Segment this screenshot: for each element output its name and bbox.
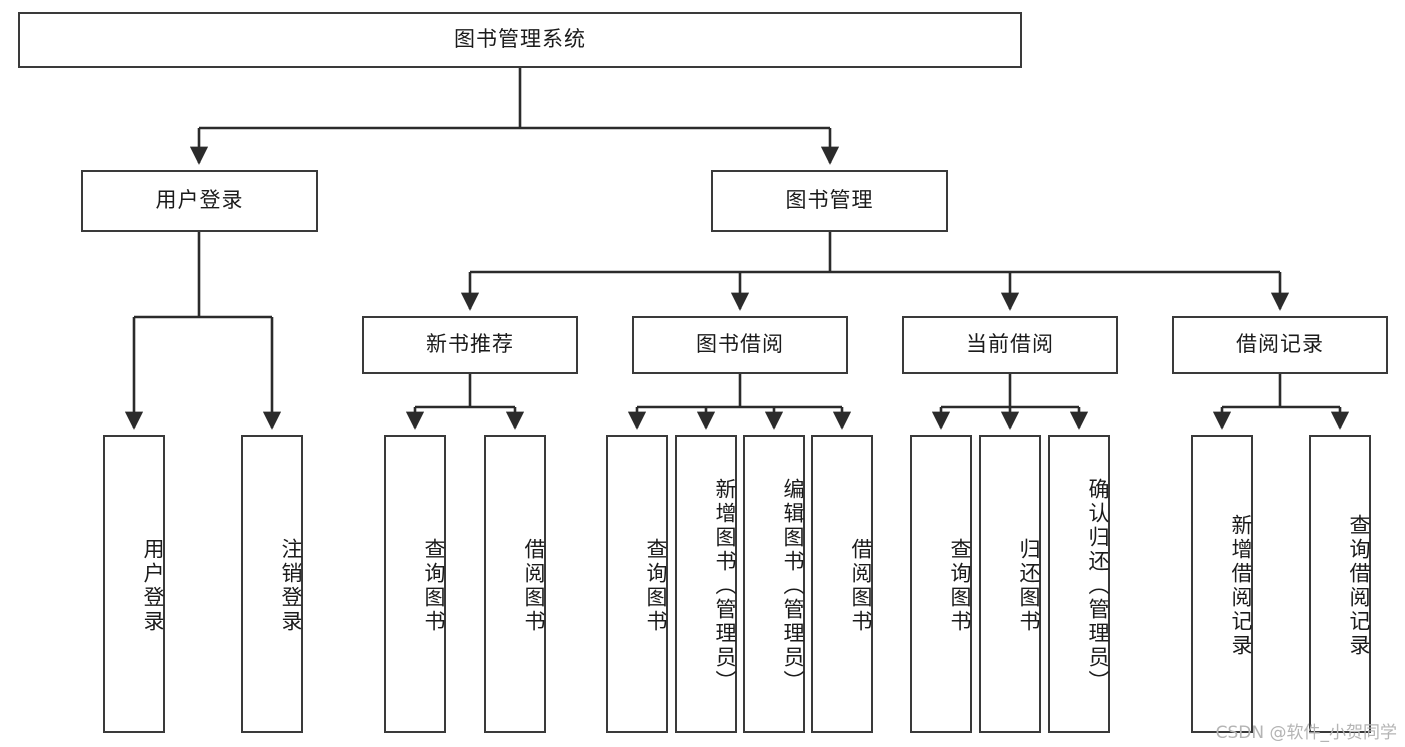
node-current-borrow-label: 当前借阅 (966, 332, 1054, 357)
node-user-login-label: 用户登录 (155, 188, 244, 213)
leaf-label: 借阅图书 (522, 538, 546, 634)
node-book-manage-label: 图书管理 (785, 188, 874, 213)
leaf-label: 查询图书 (948, 538, 972, 634)
leaf-label: 查询图书 (644, 538, 668, 634)
leaf-new-book-recommend-1[interactable]: 查询图书 (384, 435, 446, 733)
leaf-new-book-recommend-2[interactable]: 借阅图书 (484, 435, 546, 733)
leaf-current-borrow-1[interactable]: 查询图书 (910, 435, 972, 733)
node-book-manage[interactable]: 图书管理 (711, 170, 948, 232)
leaf-book-borrow-2[interactable]: 新增图书（管理员） (675, 435, 737, 733)
leaf-borrow-record-2[interactable]: 查询借阅记录 (1309, 435, 1371, 733)
leaf-book-borrow-4[interactable]: 借阅图书 (811, 435, 873, 733)
node-root[interactable]: 图书管理系统 (18, 12, 1022, 68)
leaf-book-borrow-3[interactable]: 编辑图书（管理员） (743, 435, 805, 733)
leaf-label: 新增借阅记录 (1229, 514, 1253, 658)
node-user-login[interactable]: 用户登录 (81, 170, 318, 232)
leaf-label: 归还图书 (1017, 538, 1041, 634)
node-borrow-record[interactable]: 借阅记录 (1172, 316, 1388, 374)
leaf-user-login-2[interactable]: 注销登录 (241, 435, 303, 733)
leaf-user-login-1[interactable]: 用户登录 (103, 435, 165, 733)
leaf-label: 编辑图书（管理员） (781, 478, 805, 694)
node-current-borrow[interactable]: 当前借阅 (902, 316, 1118, 374)
leaf-label: 注销登录 (279, 538, 303, 634)
node-book-borrow-label: 图书借阅 (696, 332, 784, 357)
leaf-label: 查询借阅记录 (1347, 514, 1371, 658)
watermark: CSDN @软件_小贺同学 (1215, 723, 1397, 743)
node-root-label: 图书管理系统 (454, 27, 586, 52)
leaf-label: 查询图书 (422, 538, 446, 634)
node-new-book-recommend-label: 新书推荐 (426, 332, 514, 357)
node-borrow-record-label: 借阅记录 (1236, 332, 1324, 357)
leaf-book-borrow-1[interactable]: 查询图书 (606, 435, 668, 733)
leaf-label: 确认归还（管理员） (1086, 478, 1110, 694)
leaf-current-borrow-3[interactable]: 确认归还（管理员） (1048, 435, 1110, 733)
leaf-label: 新增图书（管理员） (713, 478, 737, 694)
leaf-current-borrow-2[interactable]: 归还图书 (979, 435, 1041, 733)
leaf-borrow-record-1[interactable]: 新增借阅记录 (1191, 435, 1253, 733)
leaf-label: 借阅图书 (849, 538, 873, 634)
node-new-book-recommend[interactable]: 新书推荐 (362, 316, 578, 374)
leaf-label: 用户登录 (141, 538, 165, 634)
node-book-borrow[interactable]: 图书借阅 (632, 316, 848, 374)
